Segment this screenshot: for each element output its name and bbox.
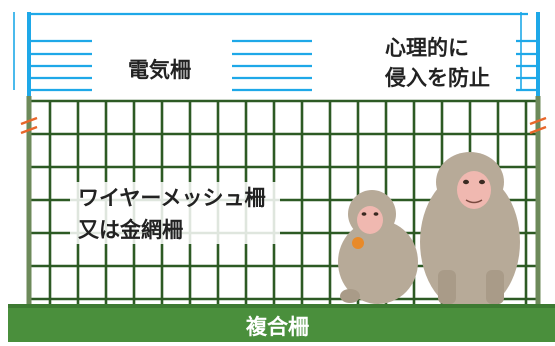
electric-fence-wires bbox=[29, 12, 540, 92]
monkey-adult-illustration bbox=[420, 152, 520, 312]
psychological-label-line2: 侵入を防止 bbox=[385, 66, 490, 90]
ground-strip bbox=[8, 304, 555, 342]
electric-fence-label: 電気柵 bbox=[128, 58, 191, 82]
psychological-label-line1: 心理的に bbox=[385, 36, 469, 60]
composite-fence-label: 複合柵 bbox=[246, 315, 309, 339]
insulator-marks bbox=[20, 116, 547, 135]
mesh-fence-label-line1: ワイヤーメッシュ柵 bbox=[78, 186, 266, 210]
monkey-juvenile-illustration bbox=[338, 190, 418, 304]
mesh-fence-label-line2: 又は金網柵 bbox=[78, 218, 183, 242]
